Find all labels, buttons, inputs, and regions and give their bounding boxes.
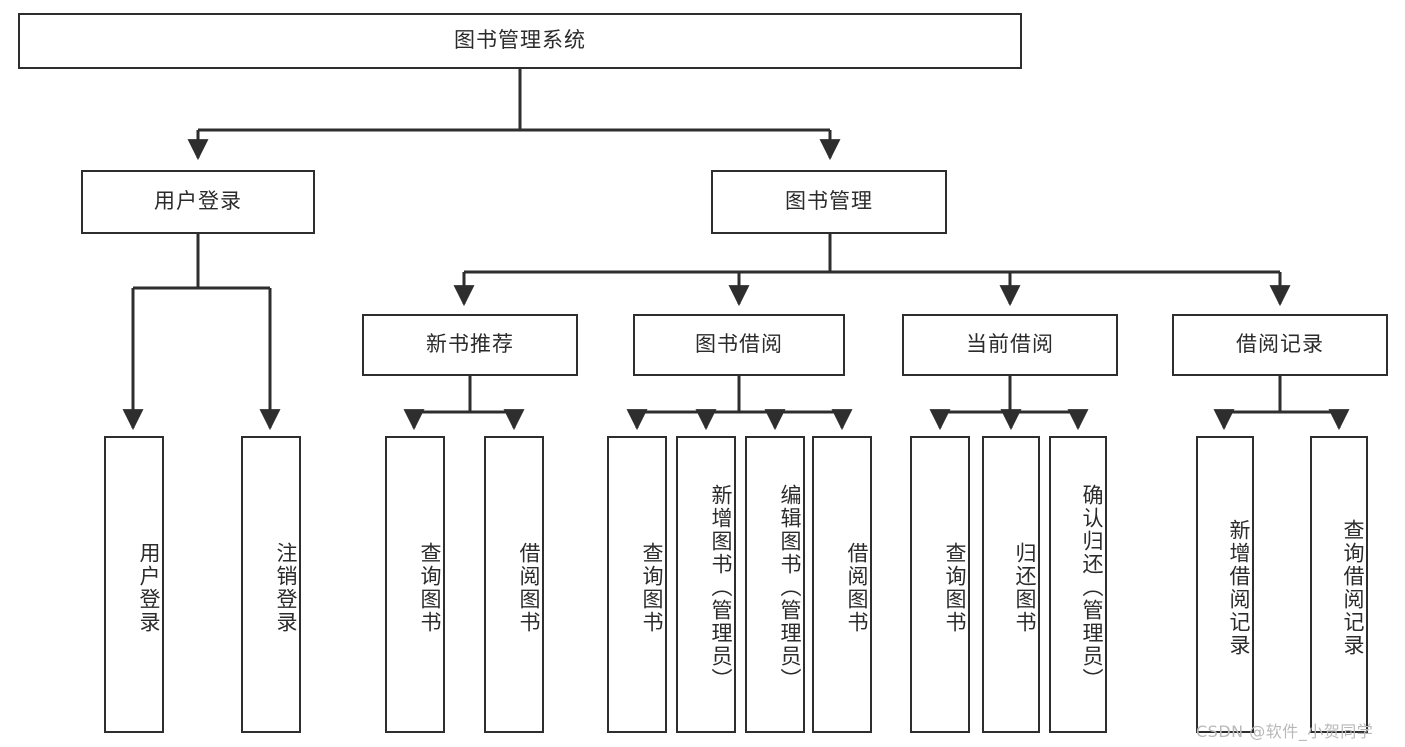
node-label: 借阅记录: [1236, 332, 1324, 357]
node-label: 查询借阅记录: [1341, 518, 1365, 657]
node-label: 新增图书（管理员）: [709, 484, 733, 691]
node-label: 当前借阅: [966, 332, 1054, 357]
leaf-query-book-borrow[interactable]: 查询图书: [607, 436, 667, 733]
node-new-book-recommend[interactable]: 新书推荐: [362, 314, 578, 376]
node-label: 新书推荐: [426, 332, 514, 357]
leaf-add-book-admin[interactable]: 新增图书（管理员）: [676, 436, 736, 733]
node-label: 图书借阅: [695, 332, 783, 357]
node-root-system[interactable]: 图书管理系统: [18, 13, 1022, 69]
node-label: 查询图书: [943, 541, 967, 634]
leaf-query-book-recommend[interactable]: 查询图书: [385, 436, 445, 733]
node-label: 归还图书: [1013, 541, 1037, 634]
leaf-borrow-book[interactable]: 借阅图书: [812, 436, 872, 733]
node-label: 借阅图书: [517, 541, 541, 634]
leaf-user-logout[interactable]: 注销登录: [241, 436, 301, 733]
node-label: 用户登录: [137, 541, 161, 634]
leaf-confirm-return-admin[interactable]: 确认归还（管理员）: [1049, 436, 1107, 733]
leaf-query-borrow-record[interactable]: 查询借阅记录: [1310, 436, 1368, 733]
node-book-borrow[interactable]: 图书借阅: [633, 314, 845, 376]
node-current-borrow[interactable]: 当前借阅: [902, 314, 1118, 376]
node-label: 图书管理系统: [454, 28, 586, 53]
leaf-query-book-current[interactable]: 查询图书: [910, 436, 970, 733]
node-label: 图书管理: [785, 189, 873, 214]
leaf-return-book[interactable]: 归还图书: [982, 436, 1040, 733]
node-user-login[interactable]: 用户登录: [81, 170, 315, 234]
node-label: 注销登录: [274, 541, 298, 634]
node-label: 用户登录: [154, 189, 242, 214]
leaf-edit-book-admin[interactable]: 编辑图书（管理员）: [745, 436, 805, 733]
csdn-watermark: CSDN @软件_小贺同学: [1196, 722, 1374, 741]
leaf-user-login[interactable]: 用户登录: [104, 436, 164, 733]
node-borrow-record[interactable]: 借阅记录: [1172, 314, 1388, 376]
node-label: 借阅图书: [845, 541, 869, 634]
node-label: 查询图书: [418, 541, 442, 634]
node-label: 查询图书: [640, 541, 664, 634]
leaf-add-borrow-record[interactable]: 新增借阅记录: [1196, 436, 1254, 733]
node-label: 新增借阅记录: [1227, 518, 1251, 657]
node-label: 确认归还（管理员）: [1080, 484, 1104, 691]
leaf-borrow-book-recommend[interactable]: 借阅图书: [484, 436, 544, 733]
node-book-management[interactable]: 图书管理: [711, 170, 947, 234]
node-label: 编辑图书（管理员）: [778, 484, 802, 691]
